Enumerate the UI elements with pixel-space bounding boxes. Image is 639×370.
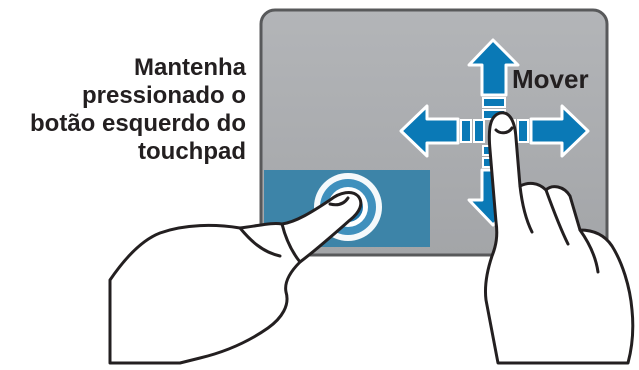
instruction-line-2: pressionado o bbox=[81, 82, 246, 109]
instruction-text: Mantenha pressionado o botão esquerdo do… bbox=[0, 54, 246, 166]
right-hand-pointing-icon bbox=[484, 111, 635, 365]
instruction-line-1: Mantenha bbox=[133, 54, 246, 81]
instruction-line-4: touchpad bbox=[138, 138, 246, 165]
move-label: Mover bbox=[512, 64, 589, 94]
left-hand-pointing-icon bbox=[108, 191, 363, 365]
instruction-line-3: botão esquerdo do bbox=[30, 110, 246, 137]
